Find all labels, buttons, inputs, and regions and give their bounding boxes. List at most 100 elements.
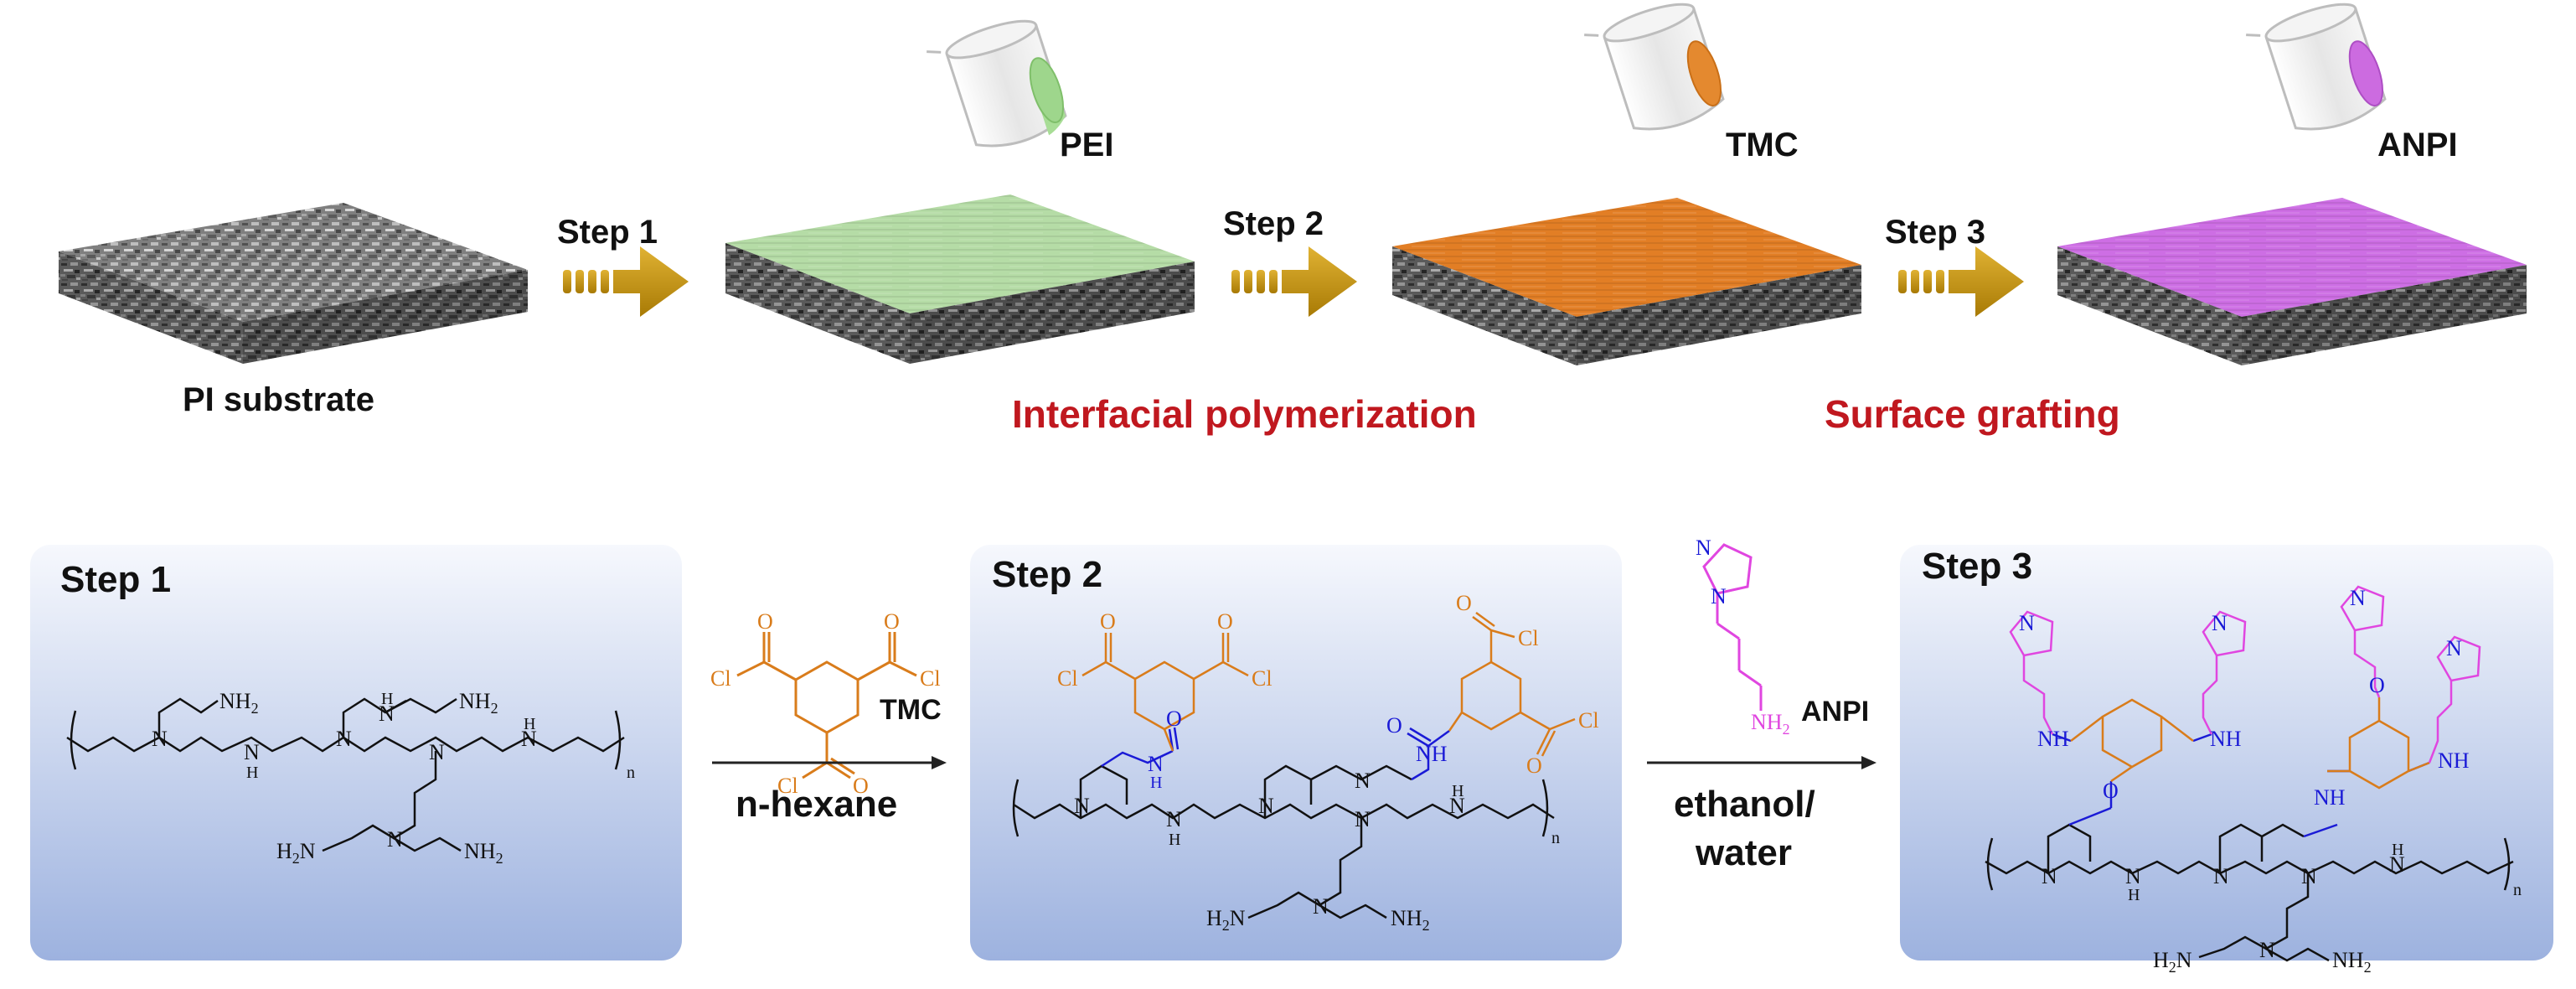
reaction1-arrow (712, 756, 947, 769)
tmc-cl-2: Cl (920, 666, 941, 691)
p3-amide-nh-1: NH (2037, 727, 2069, 751)
p2-amide-nh-1: N (1148, 752, 1164, 776)
step3-panel (1900, 545, 2553, 961)
p2-amide-o-2: O (1386, 713, 1402, 738)
pei-structure (66, 697, 625, 852)
pei-coated-slab (725, 194, 1195, 364)
p3-repeat-n: n (2513, 881, 2522, 899)
pei-n-2: N (336, 727, 352, 751)
anpi-n-1: N (1696, 536, 1711, 560)
tmc-o-1: O (757, 609, 773, 634)
anpi-grafted-slab (2057, 198, 2527, 365)
pei-h2n: H2N (276, 839, 316, 867)
anpi-reagent-label: ANPI (2377, 127, 2458, 163)
tmc-o-2: O (884, 609, 900, 634)
pei-reagent-label: PEI (1060, 127, 1113, 163)
p2-cl-3: Cl (1518, 626, 1539, 650)
p2-n-4: N (1355, 769, 1371, 793)
surface-grafting-label: Surface grafting (1825, 392, 2120, 436)
p3-nh-2: N (2389, 852, 2405, 877)
anpi-beaker-icon (2246, 3, 2387, 131)
p2-h-2: H (1452, 782, 1464, 800)
tmc-molecule (736, 632, 917, 779)
p3-h-1: H (2128, 886, 2140, 904)
p3-imid-n-1: N (2019, 611, 2035, 635)
p3-nh2: NH2 (2332, 948, 2372, 976)
pei-h-2: H (524, 715, 535, 733)
step2-panel-title: Step 2 (992, 554, 1102, 595)
tmc-cl-3: Cl (777, 774, 798, 798)
anpi-nh2: NH2 (1751, 710, 1790, 738)
pei-nh2-1: NH2 (219, 689, 259, 717)
p2-h-1: H (1169, 831, 1180, 849)
p2-repeat-n: n (1551, 829, 1560, 847)
pei-tmc-structure (1012, 611, 1576, 919)
anpi-n-2: N (1711, 584, 1727, 608)
p2-o-2: O (1217, 609, 1233, 634)
pei-nh-2: N (521, 727, 537, 751)
reaction2-condition-line2: water (1695, 832, 1792, 873)
p3-amide-nh-3: NH (2314, 785, 2346, 810)
p3-amide-nh-4: NH (2438, 748, 2470, 773)
p3-h-2: H (2392, 841, 2403, 859)
p3-amide-o-1: O (2103, 779, 2119, 803)
p2-nh2: NH2 (1391, 906, 1430, 934)
p3-imid-n-3: N (2350, 586, 2366, 610)
pei-nh-3: N (379, 702, 395, 726)
tmc-reagent-text: TMC (880, 694, 942, 726)
step3-arrow-icon (1898, 246, 2024, 317)
interfacial-polymerization-label: Interfacial polymerization (1012, 392, 1477, 436)
p2-n-2: N (1258, 794, 1274, 818)
pei-h-3: H (381, 690, 393, 708)
p3-n-2: N (2213, 864, 2229, 888)
anpi-molecule (1702, 543, 1763, 711)
p3-n-4: N (2259, 938, 2275, 962)
p2-h2n: H2N (1206, 906, 1246, 934)
pei-h-1: H (246, 764, 258, 782)
reaction2-condition-line1: ethanol/ (1674, 784, 1815, 825)
p2-cl-2: Cl (1252, 666, 1273, 691)
p2-n-5: N (1313, 894, 1329, 919)
step1-panel (30, 545, 682, 961)
pei-repeat-n: n (627, 764, 635, 782)
reaction2-arrow (1647, 756, 1877, 769)
p2-nh-1: N (1166, 807, 1182, 831)
tmc-cl-1: Cl (710, 666, 731, 691)
p2-amide-nh-2: NH (1416, 742, 1448, 766)
pei-nh2-3: NH2 (464, 839, 503, 867)
anpi-reagent-text: ANPI (1801, 696, 1869, 728)
reaction1-condition: n-hexane (736, 784, 897, 825)
p2-o-4: O (1526, 753, 1542, 778)
tmc-o-3: O (853, 774, 869, 798)
p3-imid-n-4: N (2446, 636, 2462, 660)
p3-amide-nh-2: NH (2210, 727, 2242, 751)
pei-n-3: N (429, 740, 445, 764)
pi-substrate-slab (59, 203, 528, 364)
step1-arrow-icon (563, 246, 689, 317)
tmc-reagent-label: TMC (1726, 127, 1799, 163)
p3-h2n: H2N (2153, 948, 2192, 976)
pei-nh2-2: NH2 (459, 689, 498, 717)
step1-arrow-label: Step 1 (557, 214, 658, 251)
p2-n-1: N (1074, 794, 1090, 818)
grafted-structure (1985, 585, 2514, 962)
p2-o-1: O (1100, 609, 1116, 634)
p3-n-3: N (2301, 864, 2317, 888)
p2-cl-1: Cl (1057, 666, 1078, 691)
step3-panel-title: Step 3 (1922, 546, 2032, 587)
tmc-coated-slab (1392, 198, 1861, 365)
pei-nh-1: N (244, 740, 260, 764)
tmc-beaker-icon (1584, 3, 1725, 131)
step1-panel-title: Step 1 (60, 559, 171, 600)
p2-amide-o-1: O (1166, 707, 1182, 731)
p2-nh-2: N (1449, 794, 1465, 818)
p2-cl-4: Cl (1578, 708, 1599, 733)
step2-arrow-label: Step 2 (1223, 205, 1324, 242)
p3-n-1: N (2042, 864, 2057, 888)
p2-n-3: N (1355, 807, 1371, 831)
step2-arrow-icon (1231, 246, 1357, 317)
pei-beaker-icon (927, 19, 1067, 148)
p2-o-3: O (1456, 591, 1472, 615)
p3-imid-n-2: N (2212, 611, 2228, 635)
